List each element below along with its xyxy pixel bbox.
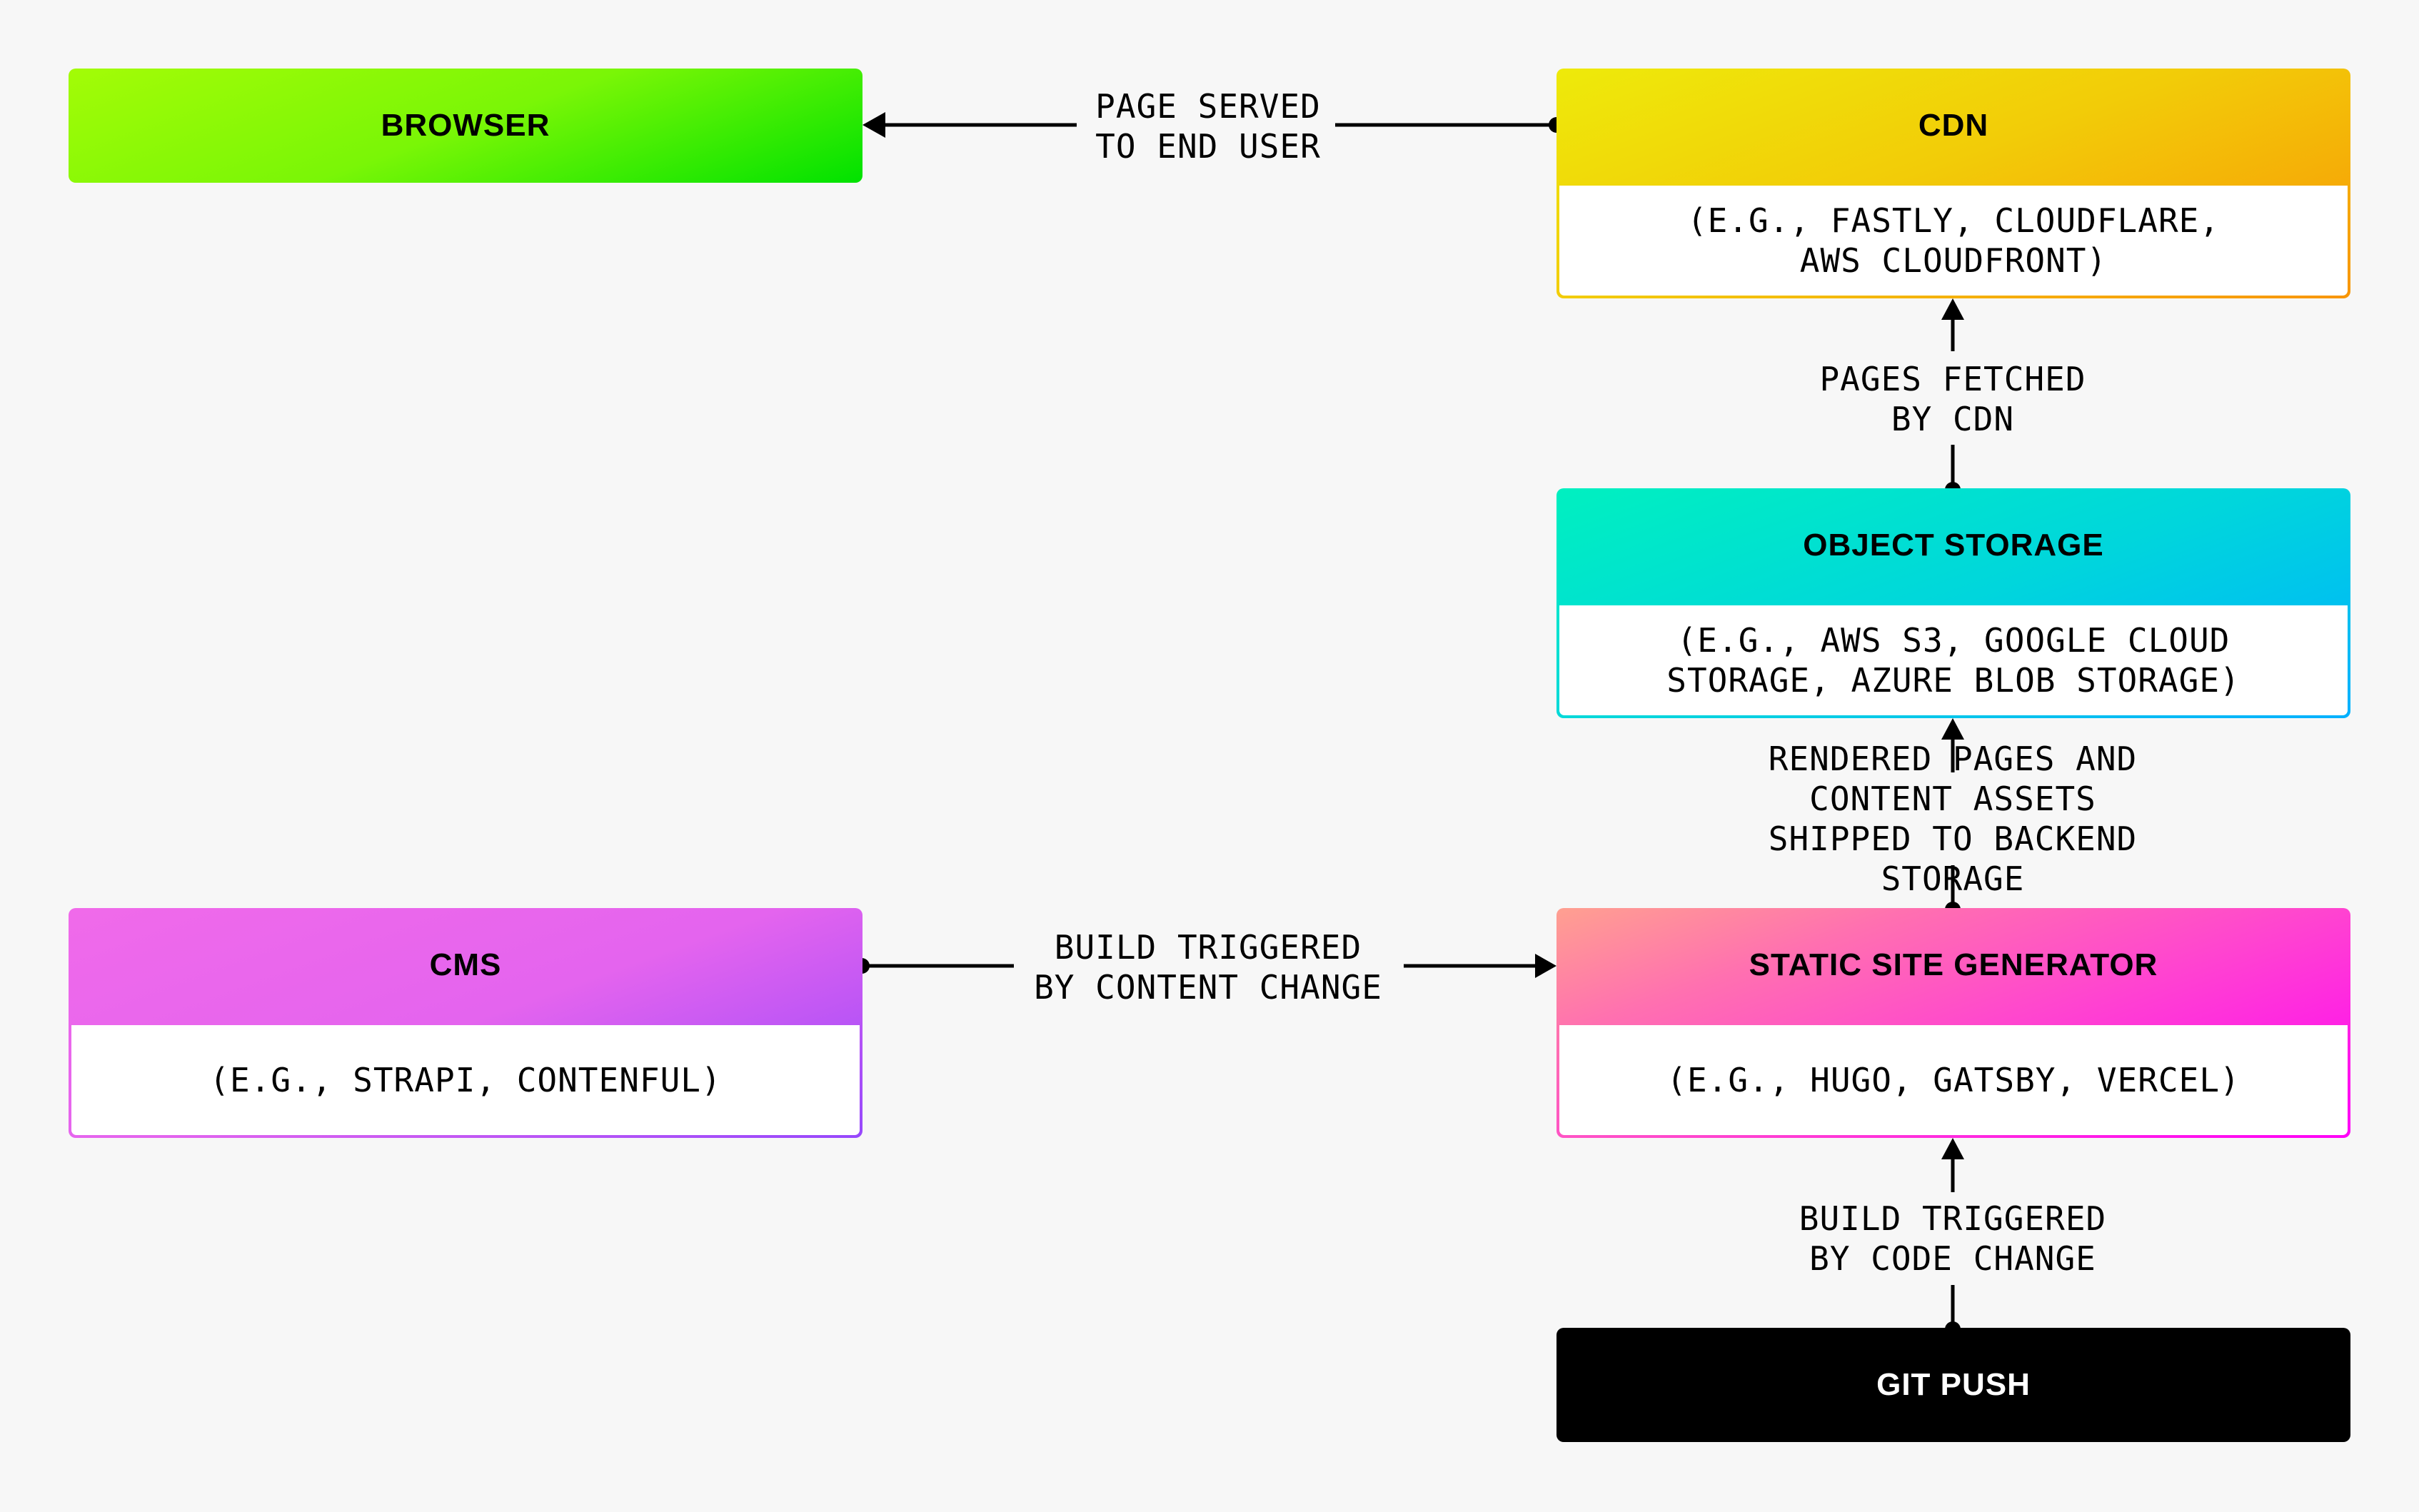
node-ssg-description: (E.G., HUGO, GATSBY, VERCEL) [1559,1025,2348,1135]
node-cms-title: CMS [429,947,502,982]
edge-label-build-content: BUILD TRIGGERED BY CONTENT CHANGE [1034,928,1382,1007]
node-object-storage-description: (E.G., AWS S3, GOOGLE CLOUD STORAGE, AZU… [1559,605,2348,715]
node-static-site-generator: STATIC SITE GENERATOR (E.G., HUGO, GATSB… [1556,908,2350,1138]
node-browser: BROWSER [69,69,863,183]
arrowhead-right-icon [1535,954,1556,978]
node-cdn: CDN (E.G., FASTLY, CLOUDFLARE, AWS CLOUD… [1556,69,2350,298]
node-git-push-title: GIT PUSH [1876,1367,2031,1402]
edge-label-rendered-pages: RENDERED PAGES AND CONTENT ASSETS SHIPPE… [1768,740,2138,898]
arrowhead-left-icon [863,112,885,138]
arrowhead-up-icon [1941,298,1964,320]
node-cms: CMS (E.G., STRAPI, CONTENFUL) [69,908,863,1138]
node-cdn-title: CDN [1918,108,1989,143]
edge-label-build-code: BUILD TRIGGERED BY CODE CHANGE [1799,1199,2107,1278]
node-cdn-description: (E.G., FASTLY, CLOUDFLARE, AWS CLOUDFRON… [1559,186,2348,296]
node-cms-description: (E.G., STRAPI, CONTENFUL) [71,1025,860,1135]
node-ssg-title: STATIC SITE GENERATOR [1749,947,2158,982]
node-git-push: GIT PUSH [1556,1328,2350,1442]
node-object-storage: OBJECT STORAGE (E.G., AWS S3, GOOGLE CLO… [1556,488,2350,718]
node-object-storage-title: OBJECT STORAGE [1803,528,2104,563]
arrowhead-up-icon [1941,718,1964,740]
edge-label-pages-fetched: PAGES FETCHED BY CDN [1819,360,2086,438]
arrowhead-up-icon [1941,1138,1964,1159]
node-browser-title: BROWSER [381,108,550,143]
edge-label-page-served: PAGE SERVED TO END USER [1095,87,1321,166]
